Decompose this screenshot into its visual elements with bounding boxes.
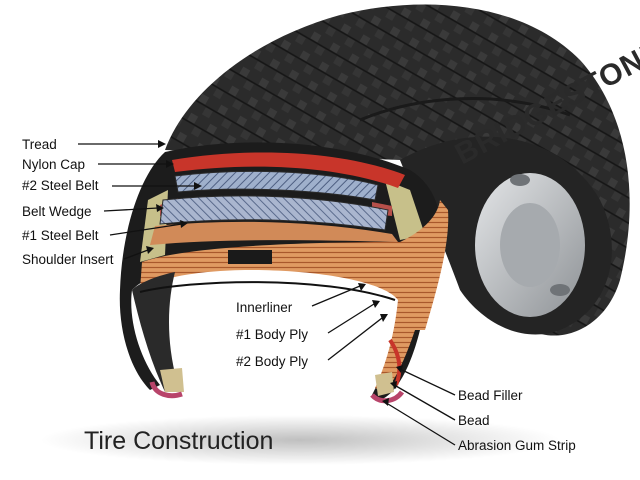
left-bead <box>160 368 184 392</box>
tire-body: BRIDGESTONE <box>40 4 640 465</box>
center-labels: Innerliner #1 Body Ply #2 Body Ply <box>236 283 388 369</box>
leader-bead-filler <box>401 369 456 396</box>
label-steel-belt-1: #1 Steel Belt <box>22 228 99 243</box>
diagram-title: Tire Construction <box>84 427 273 455</box>
arrow-shoulder-insert <box>146 246 154 254</box>
left-sidewall <box>132 272 178 392</box>
label-abrasion-gum-strip: Abrasion Gum Strip <box>458 438 576 453</box>
arrow-bead <box>390 381 397 389</box>
arrow-steel-belt-1 <box>180 220 188 228</box>
leader-body-ply-2 <box>327 317 383 361</box>
arrow-bead-filler <box>396 365 403 373</box>
leader-belt-wedge <box>103 207 159 212</box>
leader-bead <box>395 385 456 421</box>
label-bead-filler: Bead Filler <box>458 388 523 403</box>
label-body-ply-1: #1 Body Ply <box>236 327 308 342</box>
wheel-window <box>550 284 570 296</box>
right-bead <box>375 372 394 396</box>
bead-filler <box>388 338 402 386</box>
ground-shadow <box>40 415 560 465</box>
shoulder-insert-right <box>385 180 425 240</box>
tread-groove <box>359 97 571 122</box>
left-gum-strip <box>149 381 183 399</box>
arrow-body-ply-2 <box>380 314 388 322</box>
arrow-innerliner <box>358 283 366 291</box>
tire-cross-section <box>119 142 449 404</box>
arrow-tread <box>158 140 166 148</box>
body-ply-side <box>400 200 449 330</box>
leader-body-ply-1 <box>327 303 375 334</box>
body-ply-band <box>140 242 432 392</box>
left-labels: Tread Nylon Cap #2 Steel Belt Belt Wedge… <box>22 137 202 267</box>
arrow-belt-wedge <box>156 204 164 212</box>
label-innerliner: Innerliner <box>236 300 293 315</box>
label-nylon-cap: Nylon Cap <box>22 157 85 172</box>
wheel-window <box>510 174 530 186</box>
arrow-body-ply-1 <box>372 300 380 308</box>
leader-shoulder-insert <box>123 249 149 260</box>
right-labels: Bead Filler Bead Abrasion Gum Strip <box>382 365 576 453</box>
steel-belt-1 <box>159 195 389 231</box>
label-belt-wedge: Belt Wedge <box>22 204 92 219</box>
label-body-ply-2: #2 Body Ply <box>236 354 308 369</box>
label-bead: Bead <box>458 413 490 428</box>
center-groove <box>228 250 272 264</box>
label-shoulder-insert: Shoulder Insert <box>22 252 114 267</box>
label-steel-belt-2: #2 Steel Belt <box>22 178 99 193</box>
nylon-cap <box>172 152 405 188</box>
arrow-nylon-cap <box>166 160 174 168</box>
wheel-hub <box>500 203 560 287</box>
innerliner <box>139 281 396 301</box>
leader-steel-belt-1 <box>109 223 183 236</box>
under-belt-ply <box>150 221 398 245</box>
arrow-steel-belt-2 <box>194 182 202 190</box>
leader-abrasion-gum-strip <box>387 403 456 446</box>
label-tread: Tread <box>22 137 57 152</box>
arrow-abrasion-gum-strip <box>382 398 389 406</box>
steel-belt-2 <box>174 170 379 201</box>
leader-innerliner <box>311 285 361 307</box>
